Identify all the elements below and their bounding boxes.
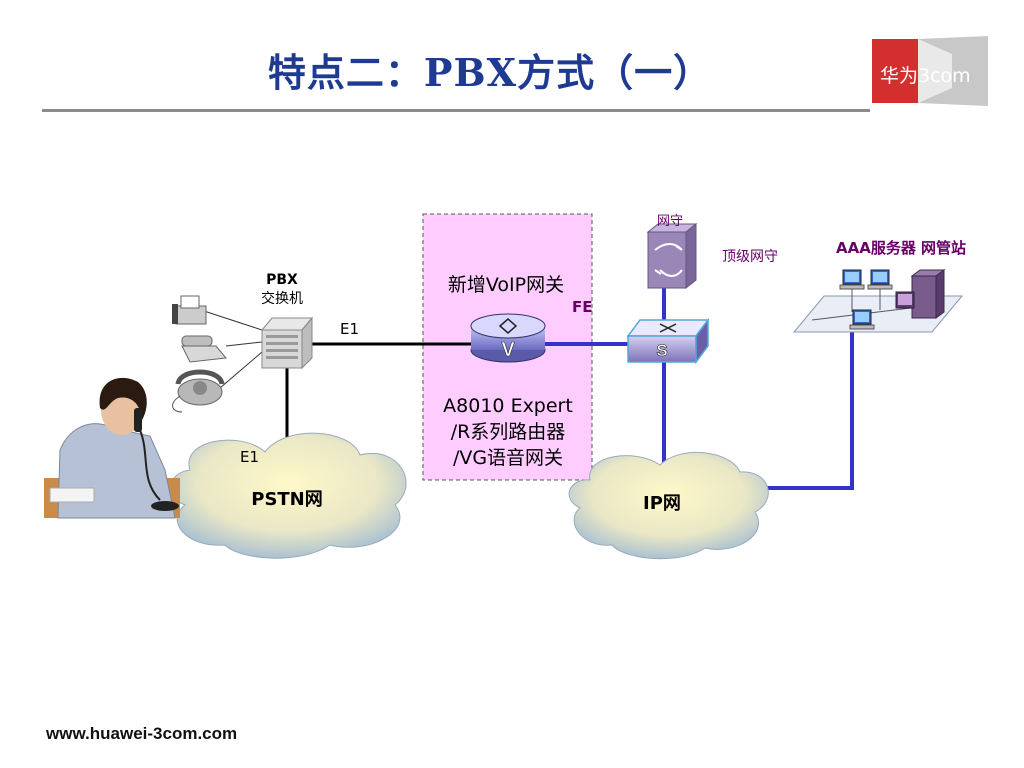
footer-url: www.huawei-3com.com [46, 724, 238, 743]
workstation-icon-1 [839, 269, 865, 290]
pstn-cloud [169, 432, 407, 559]
router-v-icon [470, 313, 546, 363]
fax-machine-icon [172, 295, 207, 325]
gatekeeper-icon [646, 222, 698, 290]
workstation-icon-3 [849, 309, 875, 330]
woman-on-phone-image [44, 377, 180, 519]
router-desc-line-3: /VG语音网关 [453, 447, 563, 469]
pbx-sub-label: 交换机 [261, 290, 303, 307]
pbx-switch-device [260, 316, 314, 370]
gatekeeper-label: 顶级网守 [722, 249, 778, 265]
huawei-3com-logo [872, 36, 988, 106]
voip-gateway-label: 新增VoIP网关 [448, 274, 564, 296]
router-desc-line-1: A8010 Expert [443, 395, 573, 417]
switch-s-icon [626, 317, 710, 365]
e1-label-bottom: E1 [240, 448, 259, 466]
aaa-server-icon [895, 269, 946, 319]
ip-cloud [568, 451, 769, 560]
ip-network-label: IP网 [643, 493, 681, 514]
e1-label-top: E1 [340, 320, 359, 338]
switch-letter: S [656, 341, 667, 360]
desk-phone-icon [181, 335, 227, 363]
logo-text: 华为3com [880, 65, 971, 87]
title-divider [42, 109, 870, 112]
workstation-icon-2 [867, 269, 893, 290]
gatekeeper-icon-label: 网守 [657, 214, 683, 229]
pstn-label: PSTN网 [251, 489, 323, 510]
pbx-label: PBX [266, 272, 298, 288]
fe-label: FE [572, 298, 593, 316]
slide-title: 特点二：PBX方式（一） [267, 50, 713, 95]
router-desc-line-2: /R系列路由器 [451, 421, 566, 443]
router-letter: V [501, 339, 515, 361]
link-ip-lan [748, 330, 854, 490]
aaa-nms-label: AAA服务器 网管站 [836, 239, 966, 257]
aaa-nms-lan [792, 269, 964, 333]
rotary-phone-icon [172, 369, 225, 413]
